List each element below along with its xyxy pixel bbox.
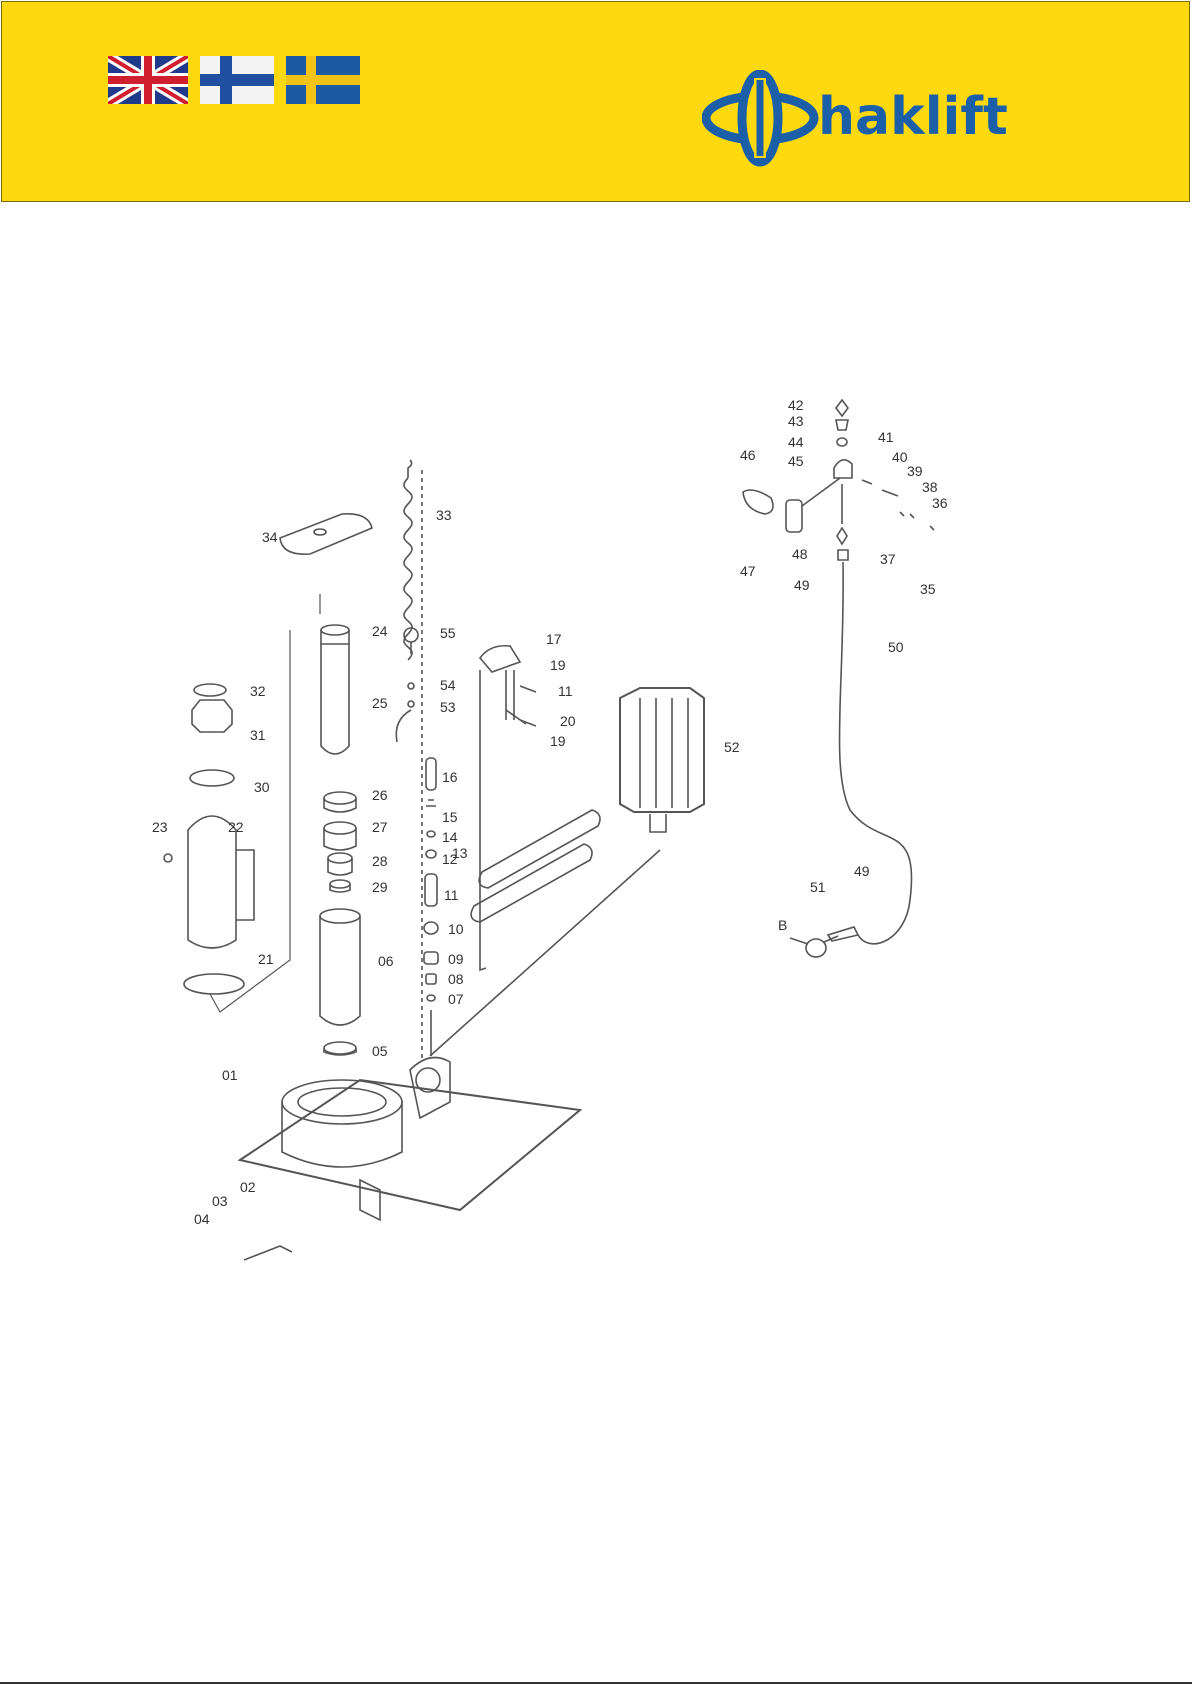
part-label-06: 06: [378, 953, 394, 969]
part-label-07: 07: [448, 991, 464, 1007]
finland-flag-icon[interactable]: [200, 56, 274, 104]
part-label-16: 16: [442, 769, 458, 785]
part-label-53: 53: [440, 699, 456, 715]
part-label-52: 52: [724, 739, 740, 755]
part-label-35: 35: [920, 581, 936, 597]
part-label-17: 17: [546, 631, 562, 647]
part-label-12: 12: [442, 851, 458, 867]
part-label-51: 51: [810, 879, 826, 895]
part-label-39: 39: [907, 463, 923, 479]
haklift-logo: haklift: [702, 70, 1082, 170]
part-label-47: 47: [740, 563, 756, 579]
part-label-23: 23: [152, 819, 168, 835]
part-label-09: 09: [448, 951, 464, 967]
part-label-B: B: [778, 917, 787, 933]
part-label-15: 15: [442, 809, 458, 825]
part-label-49a: 49: [794, 577, 810, 593]
part-label-02: 02: [240, 1179, 256, 1195]
part-label-36: 36: [932, 495, 948, 511]
part-label-30: 30: [254, 779, 270, 795]
part-label-11a: 11: [558, 683, 573, 699]
part-label-01: 01: [222, 1067, 238, 1083]
sweden-flag-icon[interactable]: [286, 56, 360, 104]
part-label-22: 22: [228, 819, 244, 835]
header-banner: haklift: [1, 1, 1190, 202]
part-label-29: 29: [372, 879, 388, 895]
part-label-21: 21: [258, 951, 274, 967]
part-label-44: 44: [788, 434, 804, 450]
uk-flag-icon[interactable]: [108, 56, 188, 104]
part-label-19b: 19: [550, 733, 566, 749]
logo-text: haklift: [818, 87, 1008, 147]
part-label-54: 54: [440, 677, 456, 693]
part-label-19a: 19: [550, 657, 566, 673]
part-label-25: 25: [372, 695, 388, 711]
part-label-43: 43: [788, 413, 804, 429]
part-label-20: 20: [560, 713, 576, 729]
part-label-46: 46: [740, 447, 756, 463]
part-label-42: 42: [788, 397, 804, 413]
part-label-08: 08: [448, 971, 464, 987]
part-label-28: 28: [372, 853, 388, 869]
part-label-37: 37: [880, 551, 896, 567]
part-label-41: 41: [878, 429, 894, 445]
part-label-40: 40: [892, 449, 908, 465]
part-label-03: 03: [212, 1193, 228, 1209]
part-label-34: 34: [262, 529, 278, 545]
footer-rule: [0, 1682, 1192, 1684]
part-label-32: 32: [250, 683, 266, 699]
part-label-14: 14: [442, 829, 458, 845]
part-label-10: 10: [448, 921, 464, 937]
part-label-45: 45: [788, 453, 804, 469]
part-label-04: 04: [194, 1211, 210, 1227]
part-label-50: 50: [888, 639, 904, 655]
part-label-33: 33: [436, 507, 452, 523]
part-label-24: 24: [372, 623, 388, 639]
part-label-49b: 49: [854, 863, 870, 879]
part-label-26: 26: [372, 787, 388, 803]
part-label-27: 27: [372, 819, 388, 835]
part-label-38: 38: [922, 479, 938, 495]
part-label-05: 05: [372, 1043, 388, 1059]
part-label-31: 31: [250, 727, 266, 743]
part-label-11b: 11: [444, 887, 459, 903]
part-label-48: 48: [792, 546, 808, 562]
part-label-55: 55: [440, 625, 456, 641]
